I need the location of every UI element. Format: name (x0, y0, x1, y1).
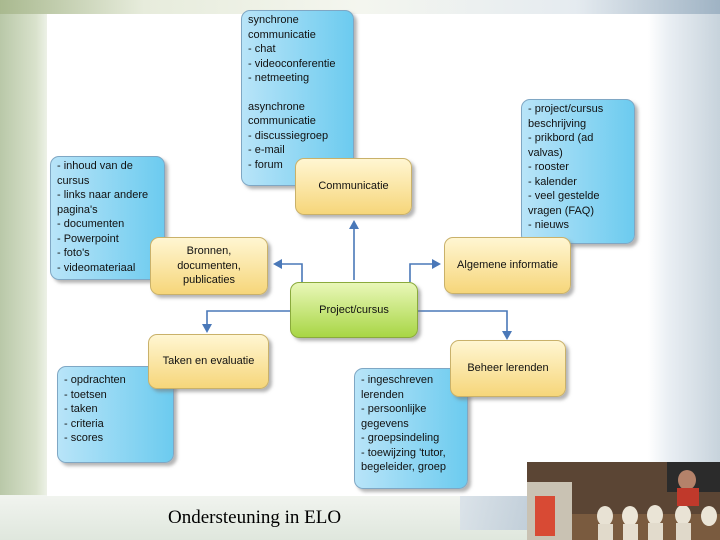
comm-line-8: - discussiegroep (248, 129, 329, 142)
comm-line-9: - e-mail (248, 144, 285, 156)
slide-caption: Ondersteuning in ELO (168, 507, 342, 528)
comm-line-5: - netmeeting (248, 72, 310, 84)
info-line-2: beschrijving (528, 117, 587, 130)
statues-image (527, 462, 720, 540)
info-line-5: - rooster (528, 161, 569, 173)
comm-line-3: - chat (248, 43, 276, 55)
beheer-line-3: - persoonlijke (361, 403, 427, 415)
communicatie-list-box: synchrone communicatie - chat - videocon… (241, 10, 354, 186)
info-line-3: - prikbord (ad (528, 132, 594, 144)
info-line-7: - veel gestelde (528, 190, 600, 202)
node-bronnen: Bronnen, documenten, publicaties (150, 237, 268, 295)
bronnen-line-2: cursus (57, 174, 90, 187)
node-bronnen-label: Bronnen, documenten, publicaties (177, 245, 241, 287)
node-project-cursus: Project/cursus (290, 282, 418, 338)
taken-line-5: - scores (64, 432, 104, 444)
arrow-to-taken (202, 310, 290, 333)
node-taken-label: Taken en evaluatie (162, 355, 255, 368)
bronnen-line-5: - documenten (57, 218, 125, 230)
bronnen-line-1: - inhoud van de (57, 160, 133, 172)
taken-line-2: - toetsen (64, 388, 107, 401)
arrow-to-bronnen (273, 259, 303, 282)
node-algemene-informatie: Algemene informatie (444, 237, 571, 294)
beheer-line-4: gegevens (361, 417, 409, 430)
info-line-6: - kalender (528, 175, 577, 188)
taken-line-3: - taken (64, 403, 98, 415)
comm-line-4: - videoconferentie (248, 57, 336, 70)
bronnen-line-7: - foto's (57, 247, 90, 259)
taken-line-1: - opdrachten (64, 374, 126, 386)
beheer-line-5: - groepsindeling (361, 432, 440, 444)
beheer-line-6: - toewijzing 'tutor, (361, 446, 446, 459)
beheer-line-2: lerenden (361, 388, 404, 401)
beheer-line-1: - ingeschreven (361, 374, 434, 386)
comm-line-2: communicatie (248, 28, 316, 41)
node-communicatie: Communicatie (295, 158, 412, 215)
beheer-line-7: begeleider, groep (361, 461, 447, 473)
node-taken-evaluatie: Taken en evaluatie (148, 334, 269, 389)
decorative-photo (527, 462, 720, 540)
background-decoration (460, 490, 530, 530)
arrow-to-beheer (418, 310, 512, 340)
info-line-1: - project/cursus (528, 103, 604, 115)
comm-line-6: asynchrone (248, 100, 305, 113)
node-beheer-label: Beheer lerenden (467, 362, 549, 375)
node-center-label: Project/cursus (319, 303, 389, 316)
algemene-list-box: - project/cursus beschrijving - prikbord… (521, 99, 635, 244)
comm-line-7: communicatie (248, 115, 316, 127)
node-beheer-lerenden: Beheer lerenden (450, 340, 566, 397)
node-communicatie-label: Communicatie (318, 180, 389, 193)
bronnen-list-box: - inhoud van de cursus - links naar ande… (50, 156, 165, 280)
bronnen-line-6: - Powerpoint (57, 232, 119, 245)
beheer-list-box: - ingeschreven lerenden - persoonlijke g… (354, 368, 468, 489)
bronnen-line-8: - videomateriaal (57, 261, 136, 274)
bronnen-line-3: - links naar andere (57, 189, 149, 201)
node-algemene-label: Algemene informatie (457, 259, 558, 272)
info-line-8: vragen (FAQ) (528, 204, 595, 217)
bronnen-line-4: pagina's (57, 203, 98, 216)
comm-line-10: - forum (248, 158, 283, 171)
info-line-4: valvas) (528, 146, 563, 159)
comm-line-1: synchrone (248, 14, 299, 26)
taken-line-4: - criteria (64, 417, 104, 430)
background-top-strip (0, 0, 720, 14)
arrow-to-algemene (409, 259, 441, 282)
info-line-9: - nieuws (528, 219, 569, 231)
